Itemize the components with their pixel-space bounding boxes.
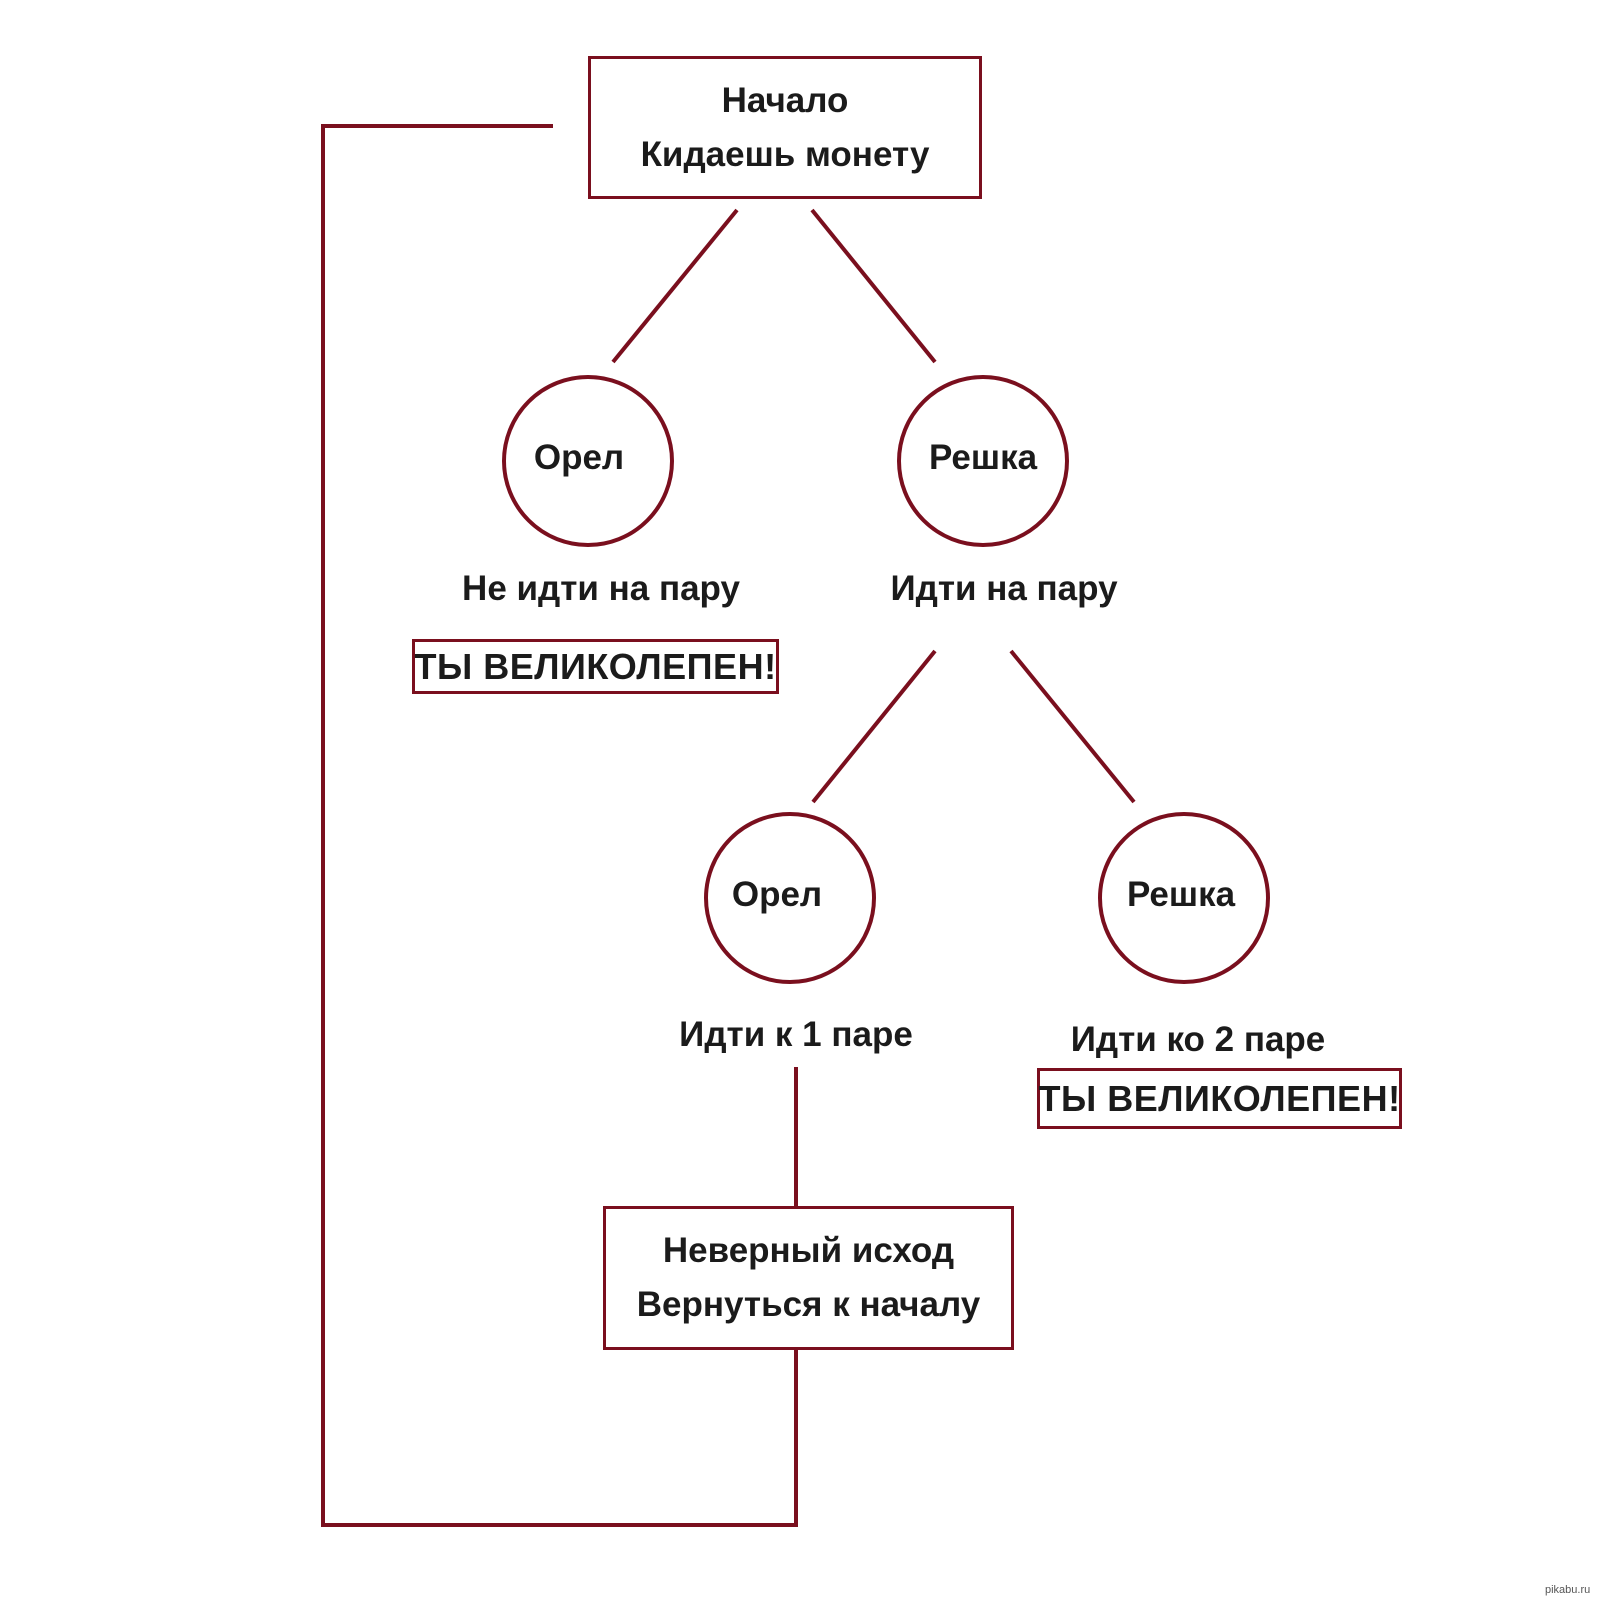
- praise-text-1: ТЫ ВЕЛИКОЛЕПЕН!: [414, 645, 777, 687]
- node-heads-1: [502, 375, 674, 547]
- wrong-outcome-action: Вернуться к началу: [636, 1285, 981, 1324]
- heads-2-label: Орел: [731, 875, 823, 914]
- start-subtitle: Кидаешь монету: [640, 134, 930, 174]
- connector-go-to-tails2: [1009, 649, 1136, 804]
- connector-start-to-heads: [611, 208, 739, 364]
- loop-back-connector: [321, 124, 798, 1527]
- node-tails-1: [897, 375, 1069, 547]
- wrong-outcome-box: Неверный исход Вернуться к началу: [603, 1206, 1014, 1350]
- tails-2-label: Решка: [1126, 875, 1236, 914]
- skip-class-outcome: Не идти на пару: [462, 569, 740, 608]
- go-to-class-outcome: Идти на пару: [890, 569, 1118, 608]
- heads-1-label: Орел: [533, 438, 625, 477]
- praise-box-1: ТЫ ВЕЛИКОЛЕПЕН!: [412, 639, 779, 694]
- second-class-outcome: Идти ко 2 паре: [1070, 1020, 1326, 1059]
- node-heads-2: [704, 812, 876, 984]
- connector-start-to-tails: [810, 208, 937, 364]
- node-tails-2: [1098, 812, 1270, 984]
- tails-1-label: Решка: [928, 438, 1038, 477]
- wrong-outcome-title: Неверный исход: [662, 1231, 955, 1270]
- praise-box-2: ТЫ ВЕЛИКОЛЕПЕН!: [1037, 1068, 1402, 1129]
- praise-text-2: ТЫ ВЕЛИКОЛЕПЕН!: [1038, 1077, 1401, 1119]
- first-class-outcome: Идти к 1 паре: [679, 1015, 913, 1054]
- start-title: Начало: [721, 80, 849, 120]
- connector-go-to-heads2: [811, 649, 937, 804]
- start-box: Начало Кидаешь монету: [588, 56, 982, 199]
- watermark: pikabu.ru: [1545, 1584, 1591, 1596]
